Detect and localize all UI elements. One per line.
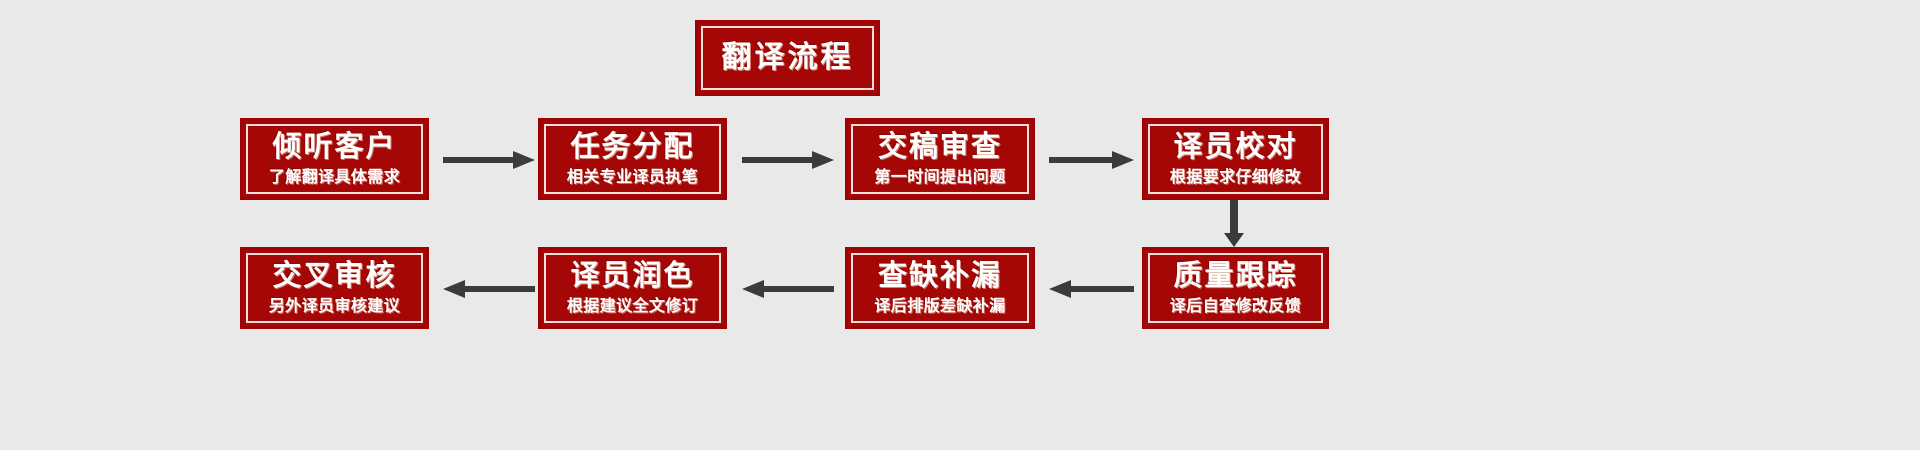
step-title: 译员润色 [570, 259, 695, 292]
arrow-left-icon [742, 277, 834, 301]
step-node-inner: 交叉审核 另外译员审核建议 [246, 253, 423, 323]
step-node-cross-review[interactable]: 交叉审核 另外译员审核建议 [240, 247, 429, 329]
step-subtitle: 根据建议全文修订 [566, 298, 699, 316]
step-subtitle: 相关专业译员执笔 [566, 169, 699, 187]
step-subtitle: 根据要求仔细修改 [1169, 169, 1302, 187]
step-title: 译员校对 [1173, 130, 1298, 163]
step-subtitle: 第一时间提出问题 [874, 169, 1006, 187]
step-subtitle: 另外译员审核建议 [268, 298, 401, 316]
step-node-inner: 译员校对 根据要求仔细修改 [1148, 124, 1323, 194]
step-node-listen-client[interactable]: 倾听客户 了解翻译具体需求 [240, 118, 429, 200]
step-node-inner: 质量跟踪 译后自查修改反馈 [1148, 253, 1323, 323]
step-node-inner: 交稿审查 第一时间提出问题 [851, 124, 1029, 194]
step-node-gap-check[interactable]: 查缺补漏 译后排版差缺补漏 [845, 247, 1035, 329]
page-title: 翻译流程 [721, 41, 854, 75]
step-node-inner: 倾听客户 了解翻译具体需求 [246, 124, 423, 194]
flowchart-title-node: 翻译流程 [695, 20, 880, 96]
arrow-right-icon [742, 148, 834, 172]
step-node-inner: 任务分配 相关专业译员执笔 [544, 124, 721, 194]
step-node-translator-polish[interactable]: 译员润色 根据建议全文修订 [538, 247, 727, 329]
step-title: 查缺补漏 [877, 259, 1002, 292]
step-subtitle: 译后排版差缺补漏 [874, 298, 1006, 316]
step-node-quality-tracking[interactable]: 质量跟踪 译后自查修改反馈 [1142, 247, 1329, 329]
arrow-right-icon [1049, 148, 1134, 172]
arrow-left-icon [1049, 277, 1134, 301]
step-title: 质量跟踪 [1173, 259, 1298, 292]
step-node-inner: 查缺补漏 译后排版差缺补漏 [851, 253, 1029, 323]
step-subtitle: 了解翻译具体需求 [268, 169, 401, 187]
arrow-left-icon [443, 277, 535, 301]
step-subtitle: 译后自查修改反馈 [1169, 298, 1302, 316]
arrow-down-icon [1222, 200, 1246, 247]
step-node-inner: 译员润色 根据建议全文修订 [544, 253, 721, 323]
arrow-right-icon [443, 148, 535, 172]
step-title: 交叉审核 [272, 259, 397, 292]
step-title: 倾听客户 [272, 130, 397, 163]
step-title: 交稿审查 [877, 130, 1002, 163]
step-node-task-assignment[interactable]: 任务分配 相关专业译员执笔 [538, 118, 727, 200]
step-node-translator-proofread[interactable]: 译员校对 根据要求仔细修改 [1142, 118, 1329, 200]
step-node-submission-review[interactable]: 交稿审查 第一时间提出问题 [845, 118, 1035, 200]
step-title: 任务分配 [570, 130, 695, 163]
title-node-inner: 翻译流程 [701, 26, 874, 90]
